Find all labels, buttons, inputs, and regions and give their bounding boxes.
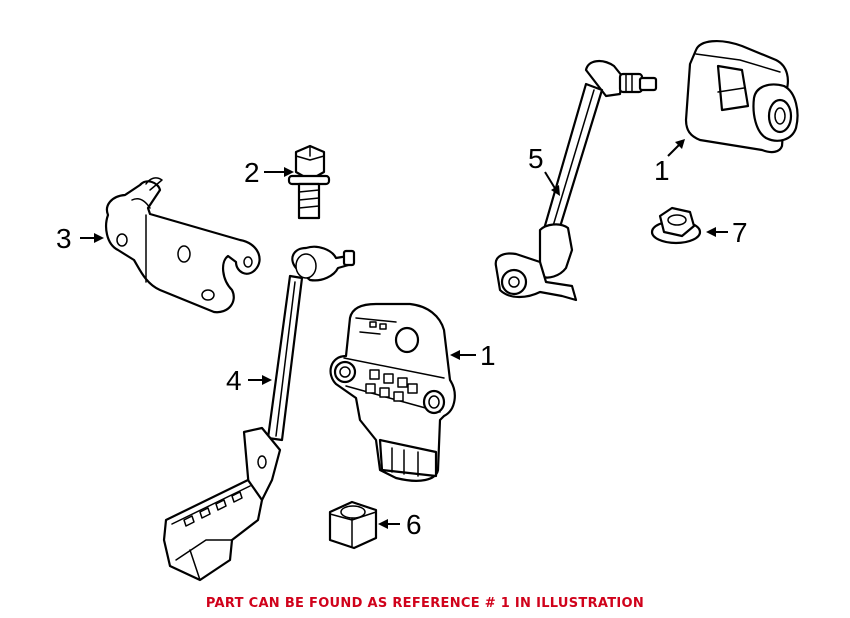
- callout-arrows: [80, 139, 728, 529]
- part-6-nut: [328, 500, 378, 550]
- callout-number-5: 5: [528, 143, 544, 174]
- reference-note: PART CAN BE FOUND AS REFERENCE # 1 IN IL…: [205, 596, 645, 611]
- part-1-level-sensor: [329, 302, 456, 482]
- callout-number-1: 1: [480, 340, 496, 371]
- callout-number-1-alt: 1: [654, 155, 670, 186]
- part-4-sensor-link: [162, 245, 356, 582]
- callout-number-7: 7: [732, 217, 748, 248]
- part-3-bracket: [105, 177, 261, 314]
- callout-number-4: 4: [226, 365, 242, 396]
- part-2-bolt: [287, 144, 331, 220]
- part-7-flange-nut: [650, 206, 702, 245]
- callout-number-2: 2: [244, 157, 260, 188]
- callout-number-6: 6: [406, 509, 422, 540]
- callout-number-3: 3: [56, 223, 72, 254]
- part-1-level-sensor-alt-view: [684, 40, 799, 154]
- part-5-link: [494, 60, 658, 302]
